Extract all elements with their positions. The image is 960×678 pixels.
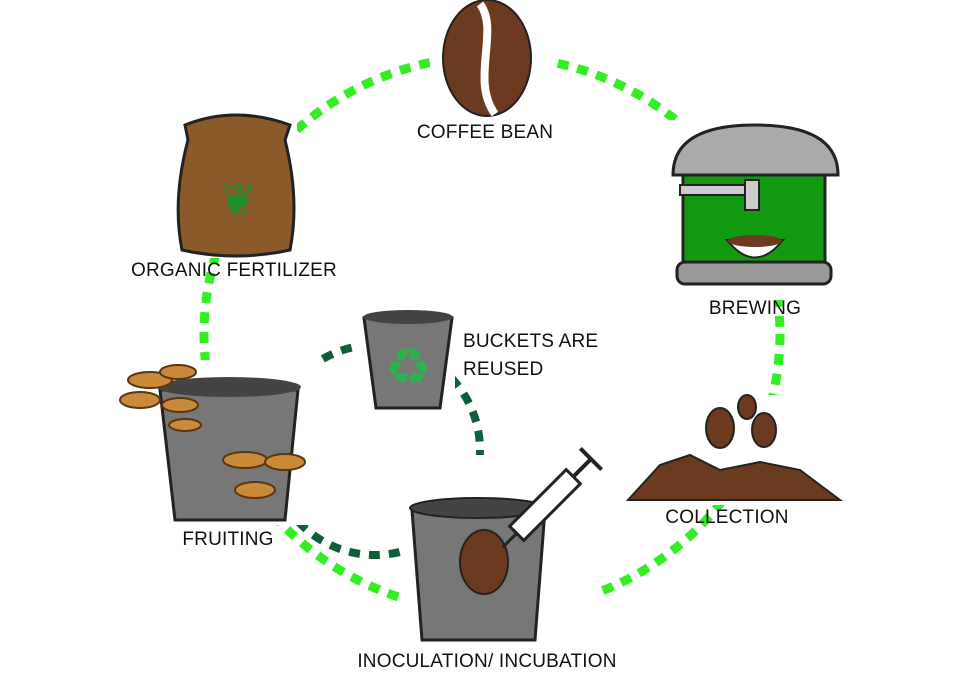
label-buckets-reused: BUCKETS ARE REUSED [463, 328, 598, 384]
label-coffee-bean: COFFEE BEAN [416, 122, 554, 143]
espresso-machine-icon [665, 120, 845, 300]
fertilizer-sack-icon: ❦ [172, 108, 297, 258]
leaf-icon: ❦ [220, 175, 257, 226]
reused-bucket-icon: ♻ [355, 300, 455, 415]
label-collection: COLLECTION [665, 507, 789, 528]
label-inoculation-incubation: INOCULATION/ INCUBATION [357, 651, 617, 672]
coffee-grounds-icon [625, 394, 843, 505]
fruiting-bucket-icon [118, 360, 318, 525]
label-organic-fertilizer: ORGANIC FERTILIZER [131, 260, 337, 281]
inoculation-bucket-icon [405, 447, 603, 645]
recycle-icon: ♻ [385, 338, 432, 398]
label-buckets-reused-line1: BUCKETS ARE [463, 331, 599, 352]
label-brewing: BREWING [708, 298, 802, 319]
coffee-bean-icon [430, 0, 550, 118]
label-buckets-reused-line2: REUSED [463, 359, 544, 380]
label-fruiting: FRUITING [182, 529, 274, 550]
